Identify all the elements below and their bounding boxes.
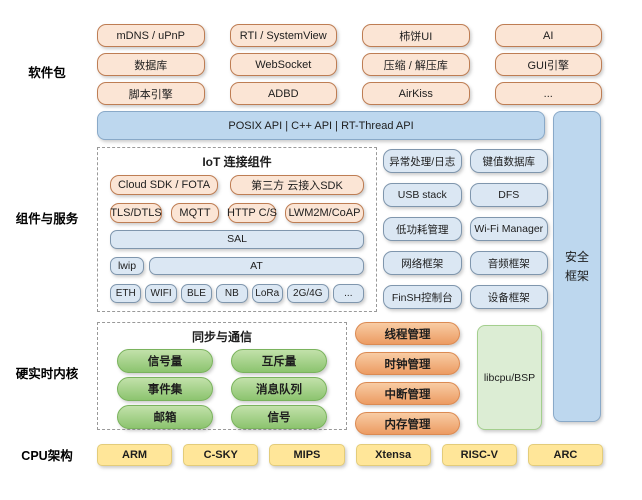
link-box: ETH	[110, 284, 142, 303]
cpu-box: MIPS	[269, 444, 345, 466]
sync-pill: 事件集	[117, 377, 213, 401]
service-box: Wi-Fi Manager	[469, 217, 548, 241]
sync-communication-box: 同步与通信 信号量 互斥量 事件集 消息队列 邮箱 信号	[97, 322, 347, 430]
package-box: AI	[494, 24, 602, 47]
kernel-pill: 内存管理	[355, 412, 460, 435]
service-box: FinSH控制台	[383, 285, 462, 309]
kernel-pill: 中断管理	[355, 382, 460, 405]
link-box: 2G/4G	[286, 284, 329, 303]
band-label-cpu-architecture: CPU架构	[21, 449, 73, 463]
package-box: WebSocket	[229, 53, 337, 76]
package-box: ADBD	[229, 82, 337, 105]
security-framework-box: 安全 框架	[553, 111, 601, 422]
iot-components-box: IoT 连接组件 Cloud SDK / FOTA 第三方 云接入SDK TLS…	[97, 147, 377, 312]
service-box: 异常处理/日志	[383, 149, 462, 173]
band-label-realtime-kernel: 硬实时内核	[15, 367, 79, 381]
cpu-box: RISC-V	[441, 444, 517, 466]
sync-pill: 互斥量	[231, 349, 327, 373]
kernel-pill: 线程管理	[355, 322, 460, 345]
service-box: USB stack	[383, 183, 462, 207]
iot-box: 第三方 云接入SDK	[230, 175, 364, 195]
package-box: 柿饼UI	[362, 24, 470, 47]
kernel-pill: 时钟管理	[355, 352, 460, 375]
sync-pill: 邮箱	[117, 405, 213, 429]
package-box: 数据库	[97, 53, 205, 76]
iot-row-links: ETH WIFI BLE NB LoRa 2G/4G ...	[110, 284, 365, 303]
cpu-box: ARC	[527, 444, 604, 466]
package-box: 压缩 / 解压库	[362, 53, 470, 76]
package-box: AirKiss	[362, 82, 470, 105]
iot-row-stacks: lwip AT	[110, 256, 364, 276]
services-grid: 异常处理/日志 键值数据库 USB stack DFS 低功耗管理 Wi-Fi …	[383, 149, 548, 309]
link-box: NB	[216, 284, 248, 303]
lwip-box: lwip	[110, 256, 144, 276]
sync-pills-grid: 信号量 互斥量 事件集 消息队列 邮箱 信号	[117, 349, 327, 429]
iot-components-title: IoT 连接组件	[202, 155, 272, 169]
at-box: AT	[149, 256, 364, 276]
package-box: GUI引擎	[494, 53, 602, 76]
service-box: 音频框架	[469, 251, 548, 275]
sal-bar: SAL	[110, 229, 364, 249]
cpu-architecture-row: ARM C-SKY MIPS Xtensa RISC-V ARC	[97, 444, 604, 466]
iot-row-sdk: Cloud SDK / FOTA 第三方 云接入SDK	[110, 175, 364, 195]
iot-box: LWM2M/CoAP	[285, 202, 364, 223]
sync-communication-title: 同步与通信	[191, 330, 252, 344]
libcpu-bsp-box: libcpu/BSP	[477, 325, 542, 430]
link-box: ...	[332, 284, 365, 303]
service-box: 低功耗管理	[383, 217, 462, 241]
package-box: mDNS / uPnP	[97, 24, 205, 47]
link-box: WIFI	[145, 284, 177, 303]
band-label-software-packages: 软件包	[28, 66, 66, 80]
package-box: RTI / SystemView	[229, 24, 337, 47]
cpu-box: ARM	[97, 444, 173, 466]
iot-row-protocols: TLS/DTLS MQTT HTTP C/S LWM2M/CoAP	[110, 202, 364, 223]
kernel-management-column: 线程管理 时钟管理 中断管理 内存管理	[355, 322, 460, 435]
iot-box: Cloud SDK / FOTA	[110, 175, 218, 195]
iot-box: HTTP C/S	[227, 202, 277, 223]
cpu-box: C-SKY	[183, 444, 259, 466]
link-box: BLE	[180, 284, 213, 303]
software-packages-grid: mDNS / uPnP RTI / SystemView 柿饼UI AI 数据库…	[97, 24, 602, 105]
security-framework-line2: 框架	[564, 268, 589, 283]
package-box: ...	[494, 82, 602, 105]
cpu-box: Xtensa	[355, 444, 431, 466]
service-box: 键值数据库	[469, 149, 548, 173]
service-box: DFS	[469, 183, 548, 207]
security-framework-line1: 安全	[564, 249, 589, 264]
package-box: 脚本引擎	[97, 82, 205, 105]
iot-box: TLS/DTLS	[110, 202, 162, 223]
service-box: 设备框架	[469, 285, 548, 309]
band-label-components-services: 组件与服务	[15, 212, 79, 226]
api-bar: POSIX API | C++ API | RT-Thread API	[97, 111, 545, 140]
sync-pill: 信号量	[117, 349, 213, 373]
iot-box: MQTT	[171, 202, 219, 223]
link-box: LoRa	[251, 284, 283, 303]
sync-pill: 消息队列	[231, 377, 327, 401]
service-box: 网络框架	[383, 251, 462, 275]
sync-pill: 信号	[231, 405, 327, 429]
